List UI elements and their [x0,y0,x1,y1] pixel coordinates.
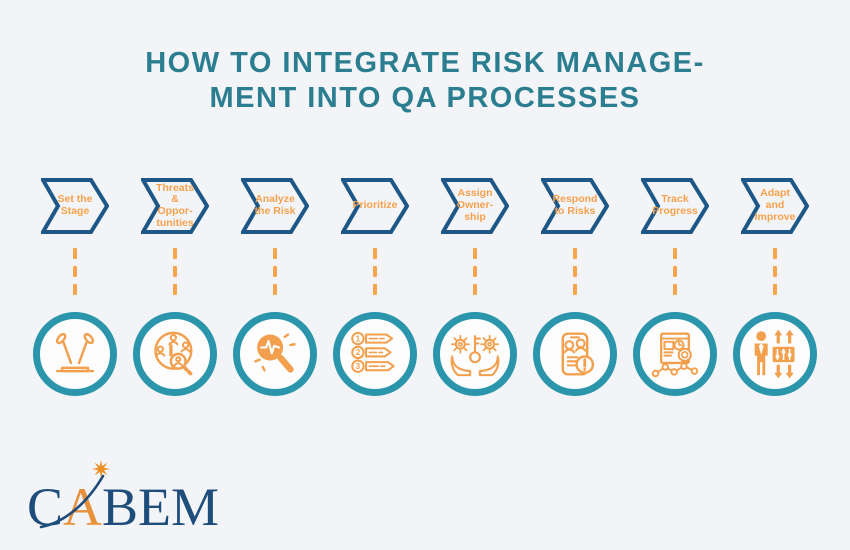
chevron-outline-icon [41,178,109,234]
hands-key-gears-icon [450,334,500,377]
dashed-connector [673,248,677,295]
dashed-connector [73,248,77,295]
process-step-6: Respond to Risks [525,178,625,396]
logo-star-icon [92,460,110,478]
step-icon-circle [433,312,517,396]
priority-number-1: 1 [356,334,361,343]
chevron-shape: Respond to Risks [541,178,609,234]
step-icon-circle [33,312,117,396]
chevron-outline-icon [341,178,409,234]
step-icon-circle [733,312,817,396]
process-step-8: Adapt and Improve [725,178,825,396]
dashed-connector [273,248,277,295]
stage-spotlights-icon [55,332,95,373]
step-icon-circle [133,312,217,396]
magnifier-people-icon [154,331,194,377]
process-step-3: Analyze the Risk [225,178,325,396]
process-step-5: Assign Owner- ship [425,178,525,396]
dashed-connector [573,248,577,295]
chevron-outline-icon [741,178,809,234]
process-step-2: Threats & Oppor- tunities [125,178,225,396]
dashed-connector [173,248,177,295]
step-icon-circle [233,312,317,396]
cabem-logo-text: CABEM [27,480,219,534]
progress-board-icon [651,332,699,378]
cabem-logo: CABEM [27,456,243,534]
process-step-7: Track Progress [625,178,725,396]
priority-list-icon: 1 2 3 [351,331,395,373]
priority-number-3: 3 [356,362,361,371]
chevron-shape: Threats & Oppor- tunities [141,178,209,234]
magnifier-pulse-icon [254,333,296,373]
chevron-outline-icon [641,178,709,234]
chevron-outline-icon [241,178,309,234]
logo-swoosh-star-icon [39,460,110,529]
dashed-connector [473,248,477,295]
chevron-outline-icon [441,178,509,234]
step-icon-circle [533,312,617,396]
person-sliders-icon [754,329,795,379]
phone-alert-icon [561,332,595,376]
dashed-connector [373,248,377,295]
chevron-shape: Adapt and Improve [741,178,809,234]
chevron-shape: Track Progress [641,178,709,234]
process-step-4: Prioritize 1 2 3 [325,178,425,396]
priority-number-2: 2 [356,348,361,357]
step-icon-circle: 1 2 3 [333,312,417,396]
dashed-connector [773,248,777,295]
chevron-shape: Prioritize [341,178,409,234]
chevron-shape: Set the Stage [41,178,109,234]
chevron-shape: Assign Owner- ship [441,178,509,234]
process-step-1: Set the Stage [25,178,125,396]
logo-letters-bem: BEM [102,477,220,537]
page-title: HOW TO INTEGRATE RISK MANAGE- MENT INTO … [145,47,705,115]
chevron-outline-icon [541,178,609,234]
chevron-shape: Analyze the Risk [241,178,309,234]
step-icon-circle [633,312,717,396]
process-steps-row: Set the Stage [25,178,825,396]
chevron-outline-icon [141,178,209,234]
